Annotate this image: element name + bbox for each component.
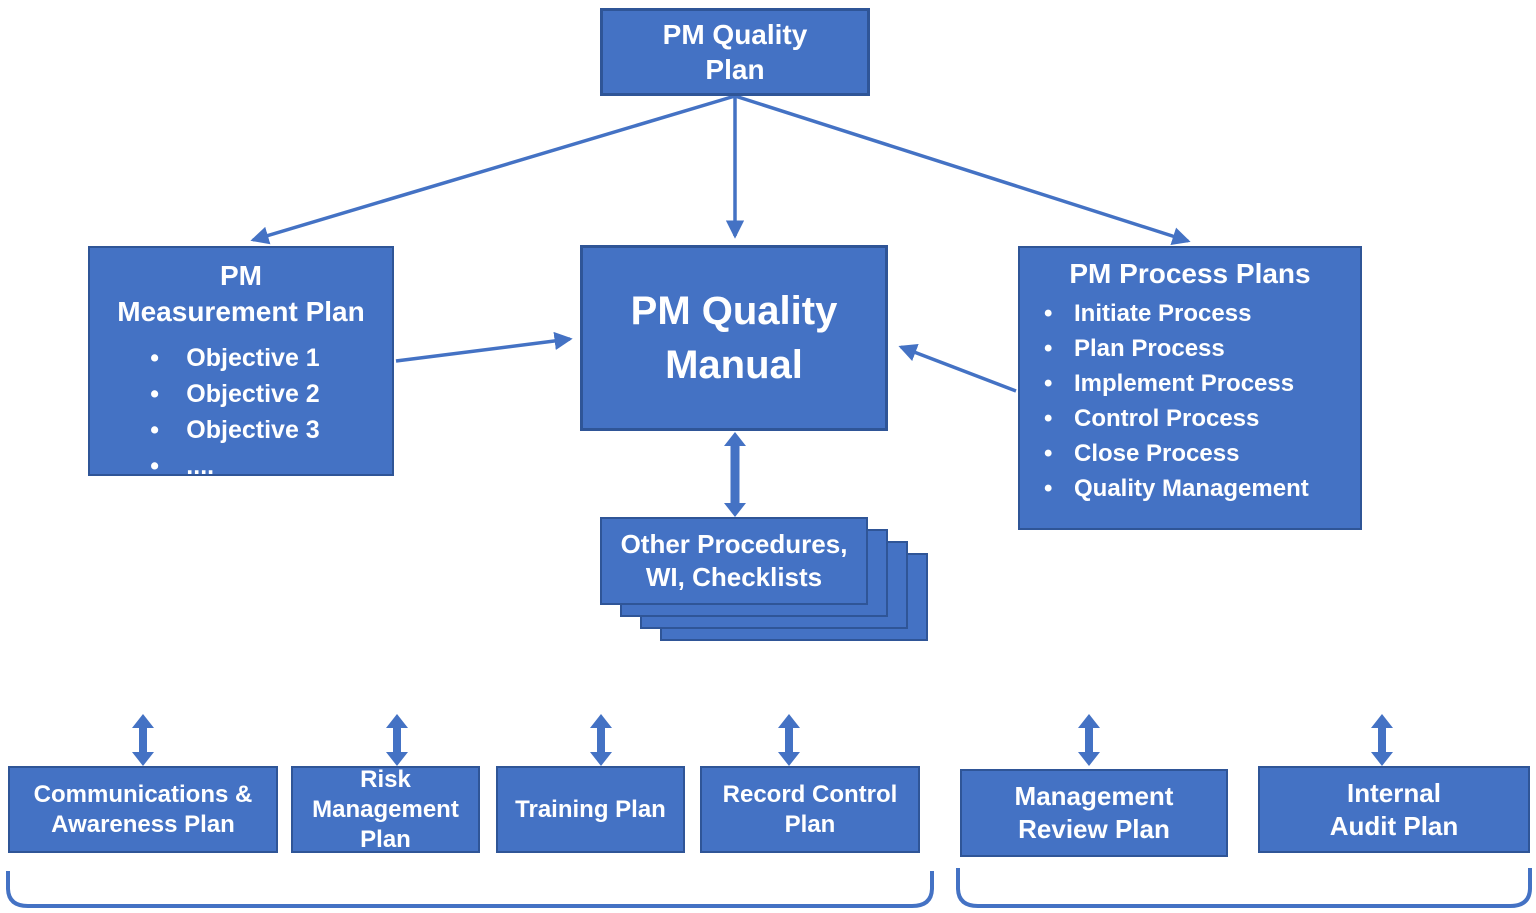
list-item-label: Close Process [1074,440,1240,467]
node-title-line: PM Process Plans [1069,258,1311,289]
list-item: • Initiate Process [1044,296,1251,331]
node-label-line: Audit Plan [1329,810,1459,841]
list-item: • Quality Management [1044,471,1309,506]
node-label-line: Other Procedures, [620,529,848,559]
list-item: • .... [150,448,214,484]
node-label-line: Review Plan [1018,814,1170,844]
list-item: • Implement Process [1044,366,1294,401]
bracket-right-group [956,868,1532,908]
bullet-icon: • [150,452,160,480]
bullet-icon: • [1044,335,1053,362]
list-item-label: Objective 3 [186,416,320,444]
node-label-line: Communications & [33,780,253,808]
node-label-line: Awareness Plan [51,810,235,838]
bullet-icon: • [150,344,160,372]
list-item: • Objective 2 [150,376,319,412]
list-item: • Objective 1 [150,340,319,376]
bracket-left-group [6,871,934,908]
node-other-procedures: Other Procedures, WI, Checklists [600,517,868,605]
arrow-measurement-plan-to-quality-manual [395,331,573,363]
double-arrow-manual-to-procedures [724,432,746,517]
node-label-line: Plan [360,825,411,853]
list-item-label: Objective 2 [186,380,320,408]
node-title-line: PM [220,260,262,291]
node-label-line: WI, Checklists [645,562,823,592]
double-arrow-communications-plan [132,714,154,766]
double-arrow-risk-plan [386,714,408,766]
node-management-review-plan: Management Review Plan [960,769,1228,857]
node-risk-management-plan: Risk Management Plan [291,766,480,853]
bullet-icon: • [1044,370,1053,397]
node-label-line: PM Quality [662,19,808,50]
double-arrow-management-review-plan [1078,714,1100,766]
bullet-icon: • [150,416,160,444]
node-label-line: Internal [1347,777,1441,808]
list-item-label: Quality Management [1074,475,1309,502]
list-item: • Objective 3 [150,412,319,448]
node-label-line: Risk [360,765,411,793]
process-plans-list: • Initiate Process • Plan Process • Impl… [1020,296,1309,506]
node-label-line: Plan [784,810,836,838]
double-arrow-training-plan [590,714,612,766]
node-label-line: Management [312,795,459,823]
measurement-objectives-list: • Objective 1 • Objective 2 • Objective … [150,340,319,484]
node-pm-measurement-plan: PM Measurement Plan • Objective 1 • Obje… [88,246,394,480]
list-item-label: Implement Process [1074,370,1295,397]
double-arrow-record-plan [778,714,800,766]
node-label-line: Training Plan [515,795,666,823]
node-training-plan: Training Plan [496,766,685,853]
list-item-label: Objective 1 [186,344,320,372]
node-label-line: Manual [665,343,803,387]
double-arrow-internal-audit-plan [1371,714,1393,766]
node-pm-quality-manual: PM Quality Manual [580,245,888,431]
node-title-line: Measurement Plan [117,296,365,327]
node-label-line: Management [1014,781,1174,811]
node-internal-audit-plan: Internal Audit Plan [1258,766,1530,853]
node-label-line: Plan [705,54,765,85]
bullet-icon: • [1044,475,1053,502]
node-pm-quality-plan: PM Quality Plan [600,8,870,96]
node-pm-process-plans: PM Process Plans • Initiate Process • Pl… [1018,246,1362,530]
list-item: • Plan Process [1044,331,1225,366]
list-item-label: Control Process [1074,405,1260,432]
list-item: • Control Process [1044,401,1259,436]
node-communications-awareness-plan: Communications & Awareness Plan [8,766,278,853]
list-item-label: Initiate Process [1074,300,1252,327]
node-label-line: Record Control [722,780,898,808]
list-item: • Close Process [1044,436,1239,471]
arrow-process-plans-to-quality-manual [898,344,1017,393]
node-record-control-plan: Record Control Plan [700,766,920,853]
bullet-icon: • [1044,440,1053,467]
bullet-icon: • [150,380,160,408]
bullet-icon: • [1044,300,1053,327]
list-item-label: Plan Process [1074,335,1225,362]
arrow-quality-plan-to-measurement-plan [250,94,736,245]
arrow-quality-plan-to-process-plans [734,94,1191,245]
node-label-line: PM Quality [630,289,838,333]
bullet-icon: • [1044,405,1053,432]
list-item-label: .... [186,452,215,480]
